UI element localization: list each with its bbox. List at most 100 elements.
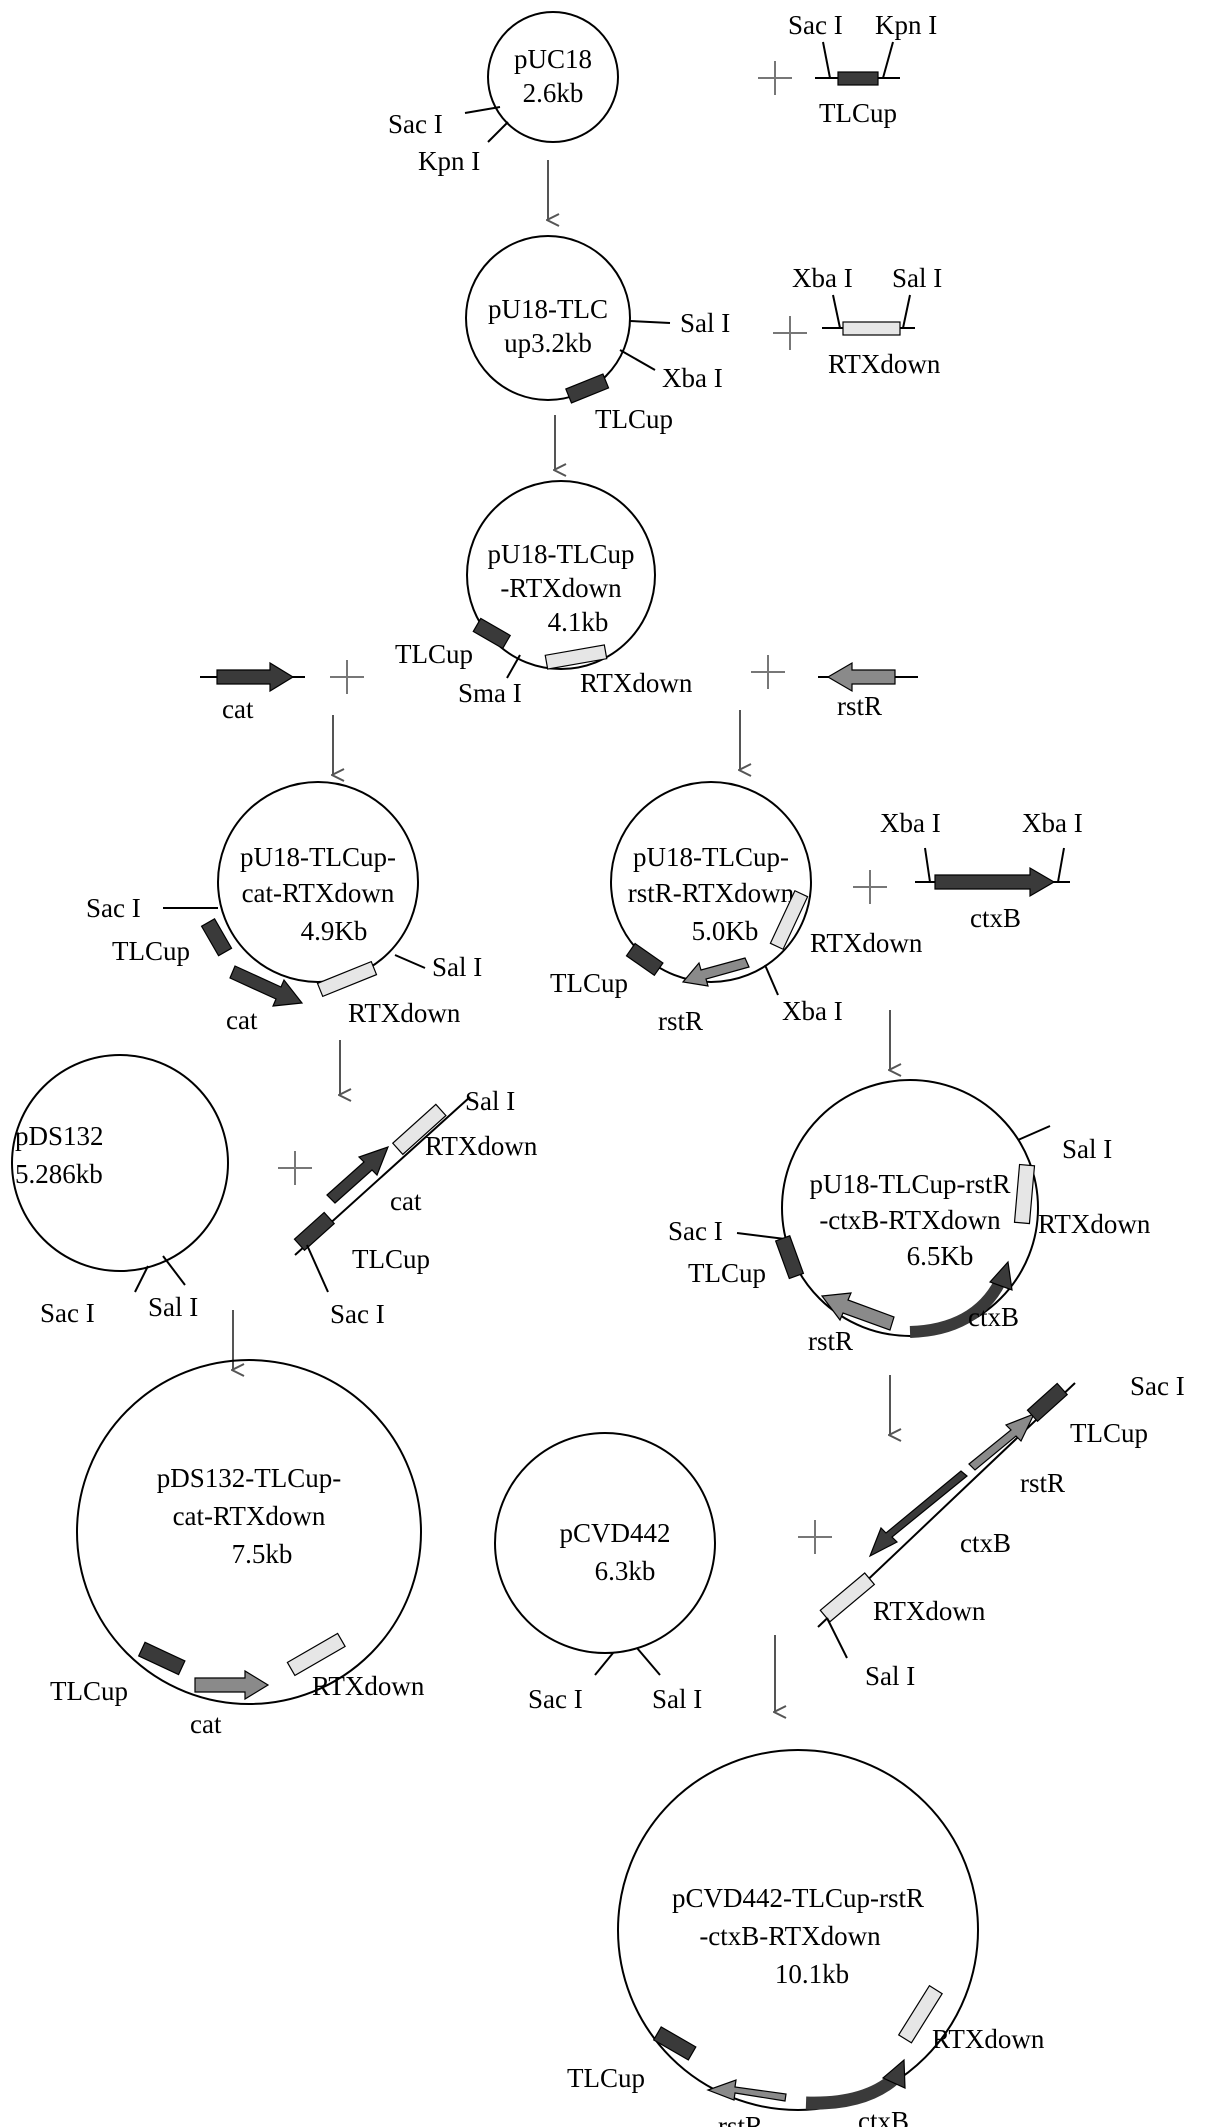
- gene-label-rtxdown: RTXdown: [580, 668, 693, 698]
- plasmid-name: pU18-TLC: [488, 294, 608, 324]
- site-label-sac: Sac I: [1130, 1371, 1185, 1401]
- plasmid-size: 6.3kb: [595, 1556, 656, 1586]
- gene-label-rstr: rstR: [808, 1326, 853, 1356]
- site-tick: [902, 294, 911, 329]
- site-tick: [1017, 1125, 1051, 1141]
- plasmid-size: 6.5Kb: [907, 1241, 974, 1271]
- gene-label-ctxb: ctxB: [968, 1302, 1019, 1332]
- fragment-rtxdown: Xba I Sal I RTXdown: [792, 263, 942, 379]
- site-label-sal: Sal I: [432, 952, 482, 982]
- plasmid-name: pDS132: [15, 1121, 104, 1151]
- plasmid-ring: [76, 1359, 422, 1705]
- site-label-sac: Sac I: [668, 1216, 723, 1246]
- gene-label-rtxdown: RTXdown: [425, 1131, 538, 1161]
- site-label-sal: Sal I: [892, 263, 942, 293]
- plus-sign: [798, 1520, 832, 1554]
- ctxb-arrow-head: [988, 1260, 1013, 1291]
- rstr-arrow: [968, 1412, 1036, 1471]
- tlcup-block: [774, 1235, 805, 1280]
- site-label-kpn: Kpn I: [418, 146, 480, 176]
- site-tick: [826, 1617, 848, 1659]
- site-tick: [832, 294, 841, 329]
- site-tick: [822, 41, 831, 79]
- plasmid-ring: [217, 781, 419, 983]
- plasmid-pu18-cat: pU18-TLCup- cat-RTXdown 4.9Kb Sac I TLCu…: [86, 781, 482, 1035]
- plasmid-name: pCVD442-TLCup-rstR: [672, 1883, 924, 1913]
- plasmid-ring: [617, 1749, 979, 2111]
- gene-label-cat: cat: [390, 1186, 422, 1216]
- rtxdown-block: [544, 644, 608, 670]
- site-label-xba: Xba I: [1022, 808, 1083, 838]
- site-tick: [487, 121, 509, 143]
- rstr-arrow: [820, 1292, 895, 1331]
- gene-label-rtxdown: RTXdown: [1038, 1209, 1151, 1239]
- site-label-sal: Sal I: [1062, 1134, 1112, 1164]
- site-tick: [636, 1647, 661, 1676]
- gene-label-cat: cat: [190, 1709, 222, 1739]
- rtxdown-block: [769, 889, 809, 951]
- site-tick: [594, 1652, 614, 1676]
- plasmid-size: 7.5kb: [232, 1539, 293, 1569]
- rtxdown-block: [842, 321, 901, 336]
- site-label-sac: Sac I: [388, 109, 443, 139]
- site-label-sma: Sma I: [458, 678, 522, 708]
- site-label-sac: Sac I: [788, 10, 843, 40]
- plasmid-size: 2.6kb: [523, 78, 584, 108]
- gene-label-ctxb: ctxB: [858, 2106, 909, 2127]
- plasmid-pu18-rstr: pU18-TLCup- rstR-RTXdown 5.0Kb TLCup rst…: [550, 781, 923, 1036]
- fragment-tlcup: Sac I Kpn I TLCup: [788, 10, 937, 128]
- site-label-xba: Xba I: [782, 996, 843, 1026]
- plasmid-name: pU18-TLCup: [488, 539, 635, 569]
- plasmid-name: pCVD442: [559, 1518, 670, 1548]
- site-tick: [924, 847, 931, 883]
- tlcup-block: [472, 617, 512, 650]
- plasmid-ring: [487, 11, 619, 143]
- ctxb-arrow: [934, 866, 1056, 898]
- tlcup-block: [200, 917, 233, 957]
- plus-sign: [758, 61, 792, 95]
- tlcup-block: [1026, 1382, 1069, 1423]
- site-tick: [619, 349, 656, 371]
- plasmid-size: up3.2kb: [504, 328, 592, 358]
- site-tick: [736, 1232, 786, 1240]
- gene-label-rstr: rstR: [1020, 1468, 1065, 1498]
- rtxdown-block: [316, 960, 378, 998]
- rstr-arrow: [826, 661, 896, 693]
- site-tick: [764, 964, 779, 996]
- site-label-sal: Sal I: [148, 1292, 198, 1322]
- site-label-xba: Xba I: [662, 363, 723, 393]
- fragment-rstr-ctxb-insert: Sac I TLCup rstR ctxB RTXdown Sal I: [817, 1371, 1185, 1691]
- plasmid-ring: [466, 480, 656, 670]
- site-label-sac: Sac I: [40, 1298, 95, 1328]
- site-tick: [162, 1255, 186, 1286]
- gene-label-ctxb: ctxB: [960, 1528, 1011, 1558]
- rtxdown-block: [391, 1103, 447, 1156]
- gene-label-rstr: rstR: [837, 691, 882, 721]
- plus-sign: [278, 1151, 312, 1185]
- plasmid-size: 10.1kb: [775, 1959, 849, 1989]
- site-label-sac: Sac I: [528, 1684, 583, 1714]
- plasmid-name: pU18-TLCup-: [633, 842, 789, 872]
- plasmid-name: pUC18: [514, 44, 592, 74]
- gene-label-rtxdown: RTXdown: [348, 998, 461, 1028]
- plasmid-size: 4.1kb: [548, 607, 609, 637]
- plus-sign: [853, 870, 887, 904]
- plasmid-ring: [494, 1432, 716, 1654]
- gene-label-rstr: rstR: [658, 1006, 703, 1036]
- fragment-cat-insert: Sal I RTXdown cat TLCup Sac I: [293, 1086, 538, 1329]
- plasmid-name-line2: -RTXdown: [500, 573, 622, 603]
- ctxb-arrow: [868, 1470, 968, 1558]
- gene-label-rtxdown: RTXdown: [873, 1596, 986, 1626]
- plus-sign: [751, 655, 785, 689]
- rstr-arrow: [681, 957, 750, 987]
- cat-arrow: [216, 661, 295, 693]
- tlcup-block: [565, 373, 610, 404]
- gene-label-tlcup: TLCup: [567, 2063, 645, 2093]
- plasmid-pu18-tlcup: pU18-TLC up3.2kb Sal I Xba I TLCup: [465, 235, 730, 434]
- site-tick: [394, 954, 426, 969]
- fragment-ctxb: Xba I Xba I ctxB: [880, 808, 1083, 933]
- plasmid-name-line2: cat-RTXdown: [173, 1501, 326, 1531]
- tlcup-block: [625, 942, 664, 977]
- site-tick: [306, 1244, 329, 1293]
